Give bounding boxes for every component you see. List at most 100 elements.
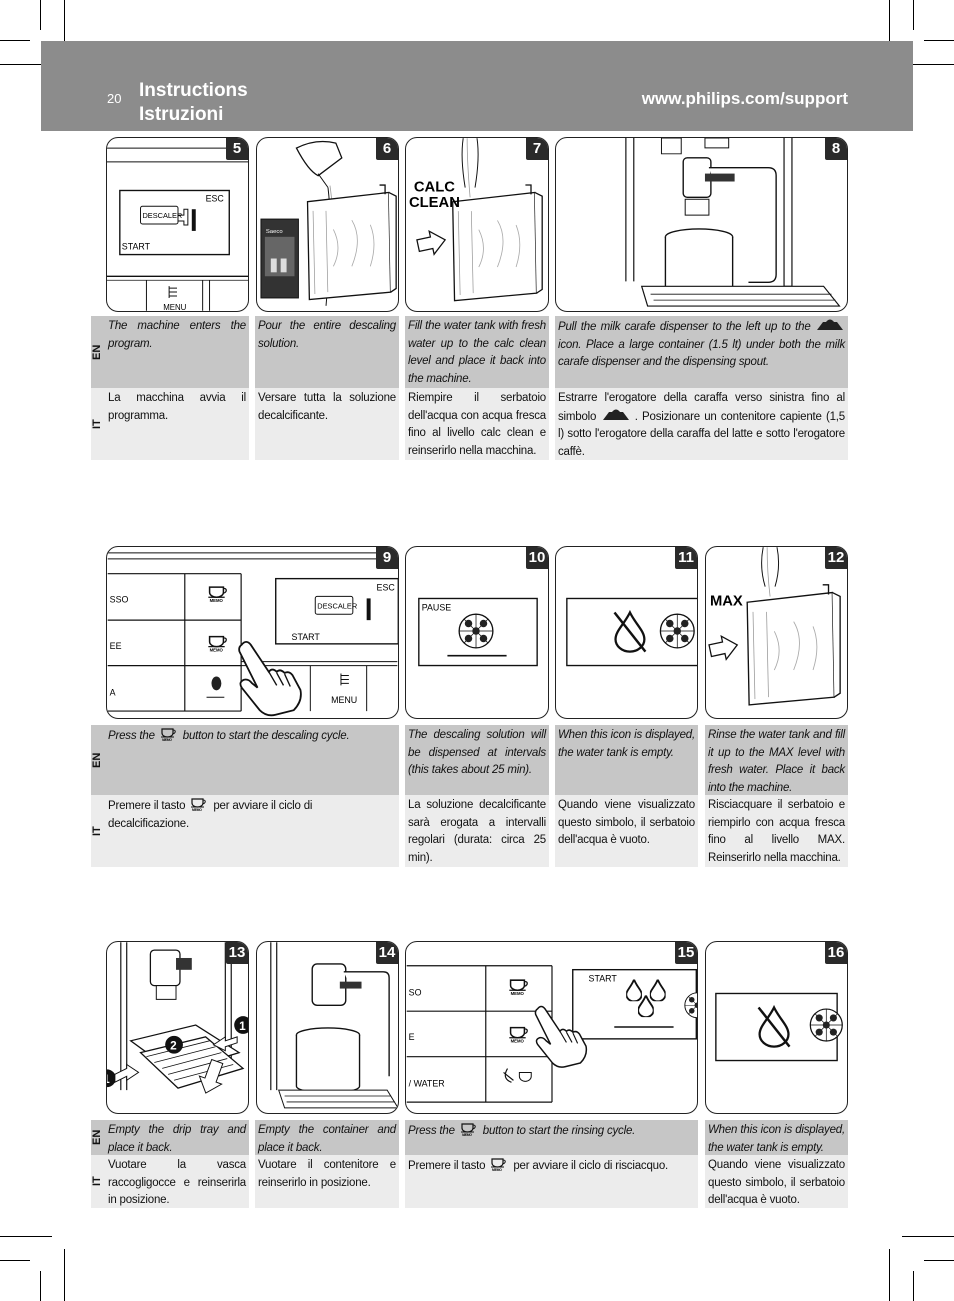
step-15-text-it: Premere il tasto per avviare il ciclo di… <box>405 1155 698 1208</box>
carafe-position-icon <box>815 318 845 332</box>
lang-label-it: IT <box>91 388 105 460</box>
step-number: 12 <box>825 547 847 569</box>
carafe-position-icon <box>601 408 631 422</box>
step-11-text-en: When this icon is displayed, the water t… <box>555 725 698 795</box>
step-9-text-it: Premere il tasto per avviare il ciclo di… <box>105 795 399 867</box>
step-9-text-en-a: Press the <box>108 730 155 742</box>
step-15-text-en-b: button to start the rinsing cycle. <box>482 1125 636 1137</box>
step-10-illustration: PAUSE 10 <box>405 546 549 719</box>
screen-start-label: START <box>122 242 151 252</box>
step-number: 7 <box>526 138 548 160</box>
crop-mark <box>64 0 65 52</box>
screen-start-label: START <box>292 632 321 642</box>
menu-button-label: MENU <box>163 303 186 311</box>
lang-label-it: IT <box>91 1155 105 1208</box>
crop-mark <box>64 1249 65 1301</box>
crop-mark <box>889 1249 890 1301</box>
screen-descaler-label: DESCALER <box>317 601 357 610</box>
crop-mark <box>0 64 52 65</box>
step-9-illustration: SSO EE A DESCALER ESC START MENU 9 <box>106 546 399 719</box>
callout-2: 2 <box>170 1039 177 1053</box>
step-9-text-en-b: button to start the descaling cycle. <box>182 730 350 742</box>
memo-cup-icon <box>188 797 210 811</box>
step-8-text-it-a: Estrarre l'erogatore della caraffa verso… <box>558 392 845 423</box>
crop-mark <box>0 1260 30 1261</box>
step-5-text-it: La macchina avvia il programma. <box>105 388 249 460</box>
calc-clean-label-line2: CLEAN <box>409 195 460 211</box>
step-14-illustration: 14 <box>256 941 399 1114</box>
step-12-illustration: MAX 12 <box>705 546 848 719</box>
step-6-illustration: Saeco 6 <box>256 137 399 312</box>
calc-clean-label-line1: CALC <box>414 179 455 195</box>
step-12-text-en: Rinse the water tank and fill it up to t… <box>705 725 848 795</box>
memo-cup-icon <box>158 727 180 741</box>
step-number: 5 <box>226 138 248 160</box>
lang-label-en: EN <box>91 1120 105 1155</box>
step-10-text-en: The descaling solution will be dispensed… <box>405 725 549 795</box>
step-9-text-it-b: per avviare il ciclo di decalcificazione… <box>108 800 313 830</box>
page-number: 20 <box>107 91 122 106</box>
max-label: MAX <box>710 593 743 609</box>
step-16-text-it: Quando viene visualizzato questo simbolo… <box>705 1155 848 1208</box>
step-14-text-it: Vuotare il contenitore e reinserirlo in … <box>255 1155 399 1208</box>
step-number: 10 <box>526 547 548 569</box>
step-6-text-it: Versare tutta la soluzione decalcificant… <box>255 388 399 460</box>
step-5-illustration: DESCALER ESC START MENU 5 <box>106 137 249 312</box>
step-8-text-en-b: icon. Place a large container (1.5 lt) u… <box>558 338 845 369</box>
step-15-text-it-b: per avviare il ciclo di risciacquo. <box>513 1160 669 1172</box>
crop-mark <box>913 1271 914 1301</box>
button-row-2-label: EE <box>110 641 122 651</box>
crop-mark <box>902 64 954 65</box>
step-13-text-en: Empty the drip tray and place it back. <box>105 1120 249 1155</box>
button-row-1-label: SO <box>409 987 422 997</box>
crop-mark <box>0 40 30 41</box>
step-8-text-it-b: . Posizionare un contenitore capiente (1… <box>558 410 846 458</box>
screen-descaler-label: DESCALER <box>142 211 182 220</box>
step-7-illustration: CALC CLEAN 7 <box>405 137 549 312</box>
crop-mark <box>924 1260 954 1261</box>
memo-cup-icon <box>458 1122 480 1136</box>
step-14-text-en: Empty the container and place it back. <box>255 1120 399 1155</box>
step-6-text-en: Pour the entire descaling solution. <box>255 316 399 388</box>
step-5-text-en: The machine enters the program. <box>105 316 249 388</box>
crop-mark <box>924 40 954 41</box>
step-15-text-en: Press the button to start the rinsing cy… <box>405 1120 698 1155</box>
bottle-brand: Saeco <box>266 229 283 235</box>
step-8-text-it: Estrarre l'erogatore della caraffa verso… <box>555 388 848 460</box>
step-number: 16 <box>825 942 847 964</box>
step-7-text-en: Fill the water tank with fresh water up … <box>405 316 549 388</box>
lang-label-en: EN <box>91 316 105 388</box>
screen-esc-label: ESC <box>206 193 225 203</box>
crop-mark <box>913 0 914 30</box>
step-number: 6 <box>376 138 398 160</box>
step-11-text-it: Quando viene visualizzato questo simbolo… <box>555 795 698 867</box>
step-16-illustration: 16 <box>705 941 848 1114</box>
step-15-illustration: SO E / WATER START 15 <box>405 941 698 1114</box>
step-8-illustration: 8 <box>555 137 848 312</box>
step-7-text-it: Riempire il serbatoio dell'acqua con acq… <box>405 388 549 460</box>
step-15-text-en-a: Press the <box>408 1125 455 1137</box>
step-number: 11 <box>675 547 697 569</box>
menu-button-label: MENU <box>331 695 357 705</box>
crop-mark <box>40 1271 41 1301</box>
crop-mark <box>40 0 41 30</box>
memo-cup-icon <box>488 1157 510 1171</box>
support-url[interactable]: www.philips.com/support <box>641 89 848 108</box>
step-13-text-it: Vuotare la vasca raccogligocce e reinser… <box>105 1155 249 1208</box>
callout-1b: 1 <box>107 1072 110 1086</box>
step-13-illustration: 1 2 1 13 <box>106 941 249 1114</box>
page-header: 20 Instructions Istruzioni www.philips.c… <box>41 41 913 131</box>
button-row-3-label: / WATER <box>409 1078 445 1088</box>
title-en: Instructions <box>139 80 248 101</box>
crop-mark <box>889 0 890 52</box>
button-row-1-label: SSO <box>110 594 129 604</box>
button-row-3-label: A <box>110 687 116 697</box>
step-number: 9 <box>376 547 398 569</box>
step-16-text-en: When this icon is displayed, the water t… <box>705 1120 848 1155</box>
step-10-text-it: La soluzione decalcificante sarà erogata… <box>405 795 549 867</box>
screen-pause-label: PAUSE <box>422 602 451 612</box>
title-it: Istruzioni <box>139 104 224 125</box>
step-8-text-en: Pull the milk carafe dispenser to the le… <box>555 316 848 388</box>
screen-esc-label: ESC <box>377 582 396 592</box>
screen-start-label: START <box>589 974 618 984</box>
